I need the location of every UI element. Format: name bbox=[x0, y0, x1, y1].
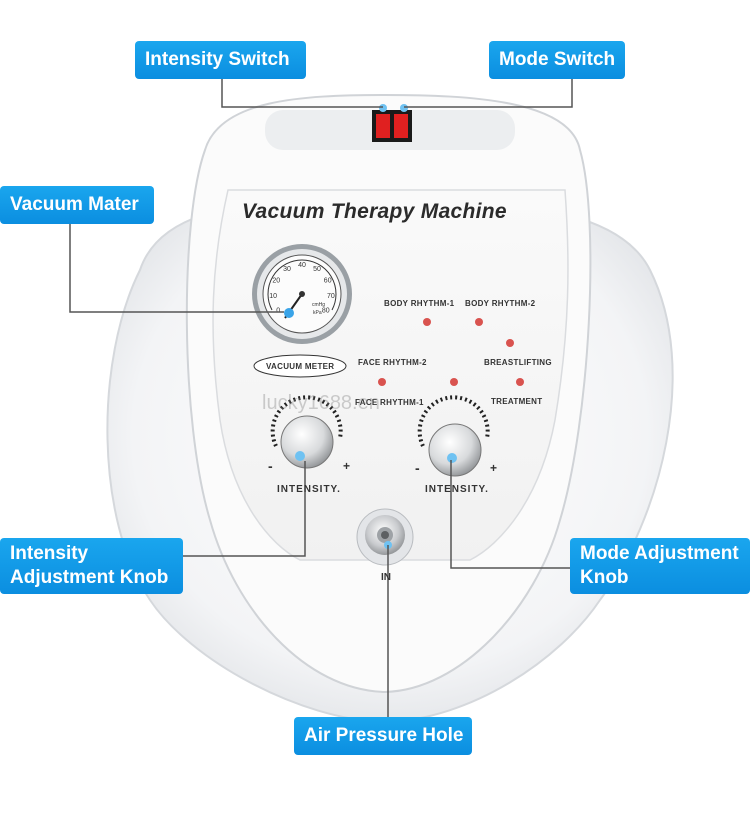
callout-mode-knob-line1: Mode Adjustment bbox=[580, 543, 739, 564]
indicator-face-rhythm-1 bbox=[450, 378, 458, 386]
indicator-body-rhythm-2 bbox=[475, 318, 483, 326]
leader-lines bbox=[69, 77, 573, 718]
callout-mode-knob: Mode Adjustment Knob bbox=[570, 538, 750, 594]
gauge-tick-label: 30 bbox=[283, 266, 291, 273]
mode-label-breastlifting: BREASTLIFTING bbox=[484, 358, 552, 367]
gauge-tick-label: 10 bbox=[269, 293, 277, 300]
gauge-tick-label: 60 bbox=[324, 278, 332, 285]
panel-title: Vacuum Therapy Machine bbox=[242, 200, 507, 223]
right-minus-sign: - bbox=[415, 460, 420, 476]
callout-vacuum-mater-text: Vacuum Mater bbox=[10, 194, 139, 215]
mode-label-body-rhythm-2: BODY RHYTHM-2 bbox=[465, 299, 536, 308]
callout-intensity-knob-line1: Intensity bbox=[10, 543, 89, 564]
mode-label-body-rhythm-1: BODY RHYTHM-1 bbox=[384, 299, 455, 308]
callout-intensity-switch: Intensity Switch bbox=[135, 41, 306, 79]
left-knob-scale bbox=[270, 395, 343, 447]
left-minus-sign: - bbox=[268, 458, 273, 474]
right-plus-sign: + bbox=[490, 461, 498, 475]
callout-intensity-switch-text: Intensity Switch bbox=[145, 49, 290, 70]
mode-knob bbox=[428, 423, 482, 477]
callout-mode-switch-text: Mode Switch bbox=[499, 49, 616, 70]
rocker-switches bbox=[372, 104, 412, 142]
inlet-label: IN bbox=[381, 572, 391, 583]
front-panel bbox=[212, 189, 569, 561]
air-pressure-inlet bbox=[356, 508, 414, 566]
right-knob-scale bbox=[417, 395, 490, 447]
right-intensity-label: INTENSITY. bbox=[425, 484, 489, 495]
left-intensity-label: INTENSITY. bbox=[277, 484, 341, 495]
indicator-breastlifting bbox=[516, 378, 524, 386]
callout-vacuum-mater: Vacuum Mater bbox=[0, 186, 154, 224]
vacuum-meter-plate bbox=[253, 354, 347, 378]
intensity-knob bbox=[280, 415, 334, 469]
gauge-unit-cmhg: cmHg bbox=[312, 302, 325, 308]
gauge-tick-label: 70 bbox=[327, 293, 335, 300]
watermark: lucky1688.en bbox=[262, 392, 380, 414]
indicator-face-rhythm-2-a bbox=[506, 339, 514, 347]
gauge-tick-label: 20 bbox=[272, 278, 280, 285]
gauge-unit-kpa: kPa bbox=[313, 310, 322, 316]
callout-air-pressure-hole-text: Air Pressure Hole bbox=[304, 725, 464, 746]
gauge-tick-label: 40 bbox=[298, 262, 306, 269]
vacuum-meter-label: VACUUM METER bbox=[266, 362, 335, 371]
mode-label-face-rhythm-1: FACE RHYTHM-1 bbox=[355, 398, 424, 407]
gauge-tick-label: 50 bbox=[313, 266, 321, 273]
indicator-body-rhythm-1 bbox=[423, 318, 431, 326]
gauge-tick-label: 80 bbox=[322, 308, 330, 315]
callout-mode-knob-line2: Knob bbox=[580, 567, 629, 588]
indicator-face-rhythm-2 bbox=[378, 378, 386, 386]
left-plus-sign: + bbox=[343, 459, 351, 473]
callout-mode-switch: Mode Switch bbox=[489, 41, 625, 79]
callout-air-pressure-hole: Air Pressure Hole bbox=[294, 717, 472, 755]
mode-label-face-rhythm-2: FACE RHYTHM-2 bbox=[358, 358, 427, 367]
gauge-tick-label: 0 bbox=[276, 308, 280, 315]
callout-intensity-knob: Intensity Adjustment Knob bbox=[0, 538, 183, 594]
indicator-lights bbox=[378, 318, 524, 386]
vacuum-gauge bbox=[252, 244, 352, 344]
mode-label-treatment: TREATMENT bbox=[491, 397, 543, 406]
callout-intensity-knob-line2: Adjustment Knob bbox=[10, 567, 169, 588]
